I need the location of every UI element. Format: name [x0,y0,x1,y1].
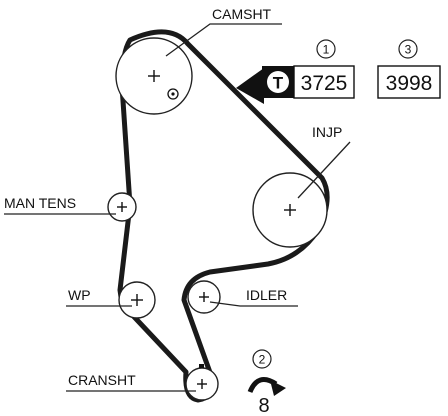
idler-pulley [187,280,221,314]
injp-leader [297,141,351,199]
tool-badge-pointer [236,68,264,104]
injp-label: INJP [312,124,342,140]
callout-1: 1 T 3725 [236,39,355,104]
tool-t-icon: T [267,71,289,93]
manual-tensioner-pulley [107,192,137,222]
value-box-3 [377,65,441,99]
man-tens-label: MAN TENS [4,195,76,211]
wp-label: WP [68,287,91,303]
crank-mark-icon [199,364,204,368]
value-1: 3725 [301,72,348,95]
value-box-1 [293,65,355,99]
callout-3-number: 3 [405,43,412,57]
callout-2-number: 2 [259,353,266,367]
injection-pump-pulley [252,172,328,248]
timing-mark-icon [167,88,179,100]
cransht-label: CRANSHT [68,372,136,388]
value-3: 3998 [386,72,433,95]
rotation-value: 8 [258,395,269,416]
callout-3: 3 3998 [377,39,441,99]
svg-text:T: T [273,74,284,93]
idler-label: IDLER [246,287,287,303]
camshaft-label: CAMSHT [212,6,272,22]
crankshaft-pulley [185,364,219,401]
camshaft-leader [165,23,282,57]
idler-leader [209,301,298,307]
callout-2: 2 8 [247,349,286,416]
camshaft-pulley [115,37,193,115]
water-pump-pulley [118,281,156,319]
callout-1-number: 1 [323,43,330,57]
curved-arrow-icon [247,377,286,396]
